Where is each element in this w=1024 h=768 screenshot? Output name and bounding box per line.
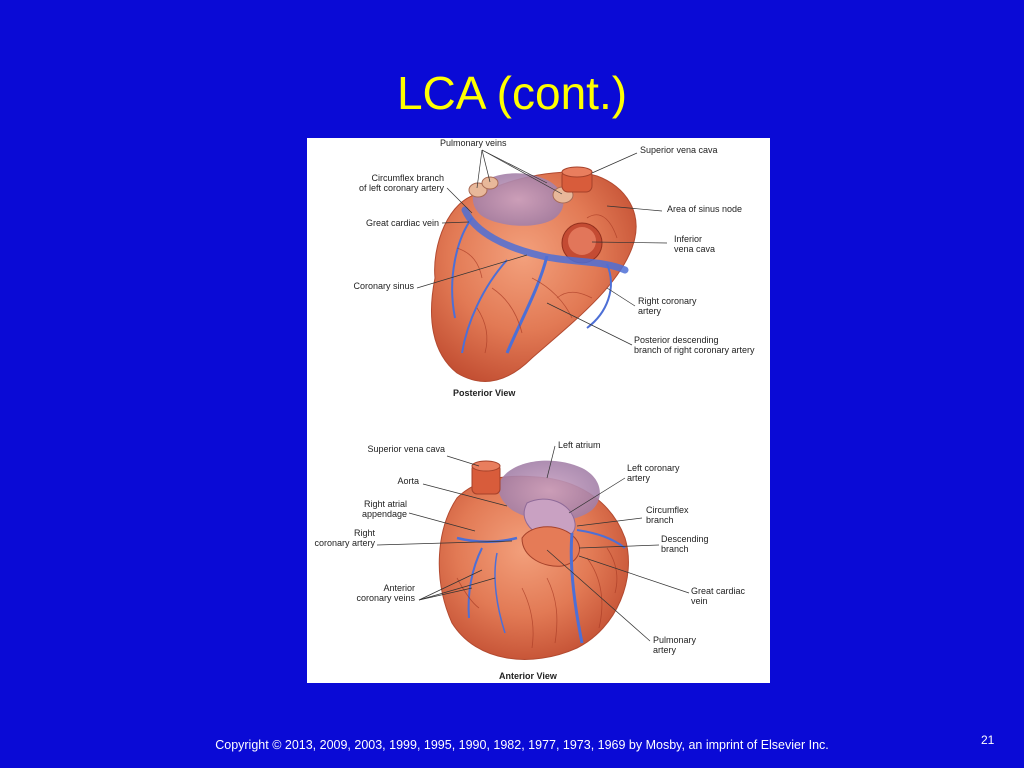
label-left-coronary-artery: Left coronary artery xyxy=(627,463,680,483)
label-right-coronary-artery-posterior: Right coronary artery xyxy=(638,296,697,316)
label-coronary-sinus: Coronary sinus xyxy=(353,281,414,291)
label-pulmonary-veins: Pulmonary veins xyxy=(440,138,507,148)
label-aorta: Aorta xyxy=(397,476,419,486)
posterior-heart-drawing xyxy=(430,166,637,382)
slide-title: LCA (cont.) xyxy=(396,67,628,119)
label-left-atrium: Left atrium xyxy=(558,440,601,450)
label-circumflex-branch-posterior: Circumflex branch of left coronary arter… xyxy=(358,173,444,193)
heart-illustration xyxy=(376,149,690,660)
label-anterior-coronary-veins: Anterior coronary veins xyxy=(356,583,415,603)
label-inferior-vena-cava: Inferior vena cava xyxy=(674,234,716,254)
label-superior-vena-cava-posterior: Superior vena cava xyxy=(640,145,718,155)
label-area-of-sinus-node: Area of sinus node xyxy=(667,204,743,214)
page-number: 21 xyxy=(981,733,995,747)
anterior-view-caption: Anterior View xyxy=(499,671,557,681)
label-leader-lines xyxy=(376,149,690,642)
posterior-view-caption: Posterior View xyxy=(453,388,516,398)
label-right-atrial-appendage: Right atrial appendage xyxy=(361,499,407,519)
heart-figure: Pulmonary veins Superior vena cava Circu… xyxy=(307,138,770,683)
label-great-cardiac-vein-anterior: Great cardiac vein xyxy=(691,586,746,606)
anterior-heart-drawing xyxy=(438,460,629,660)
label-superior-vena-cava-anterior: Superior vena cava xyxy=(367,444,445,454)
label-descending-branch: Descending branch xyxy=(661,534,709,554)
label-posterior-descending-branch: Posterior descending branch of right cor… xyxy=(634,335,755,355)
label-pulmonary-artery: Pulmonary artery xyxy=(653,635,697,655)
label-right-coronary-artery-anterior: Right coronary artery xyxy=(314,528,375,548)
copyright-footer: Copyright © 2013, 2009, 2003, 1999, 1995… xyxy=(215,738,829,752)
label-circumflex-branch-anterior: Circumflex branch xyxy=(646,505,689,525)
label-great-cardiac-vein-posterior: Great cardiac vein xyxy=(365,218,439,228)
